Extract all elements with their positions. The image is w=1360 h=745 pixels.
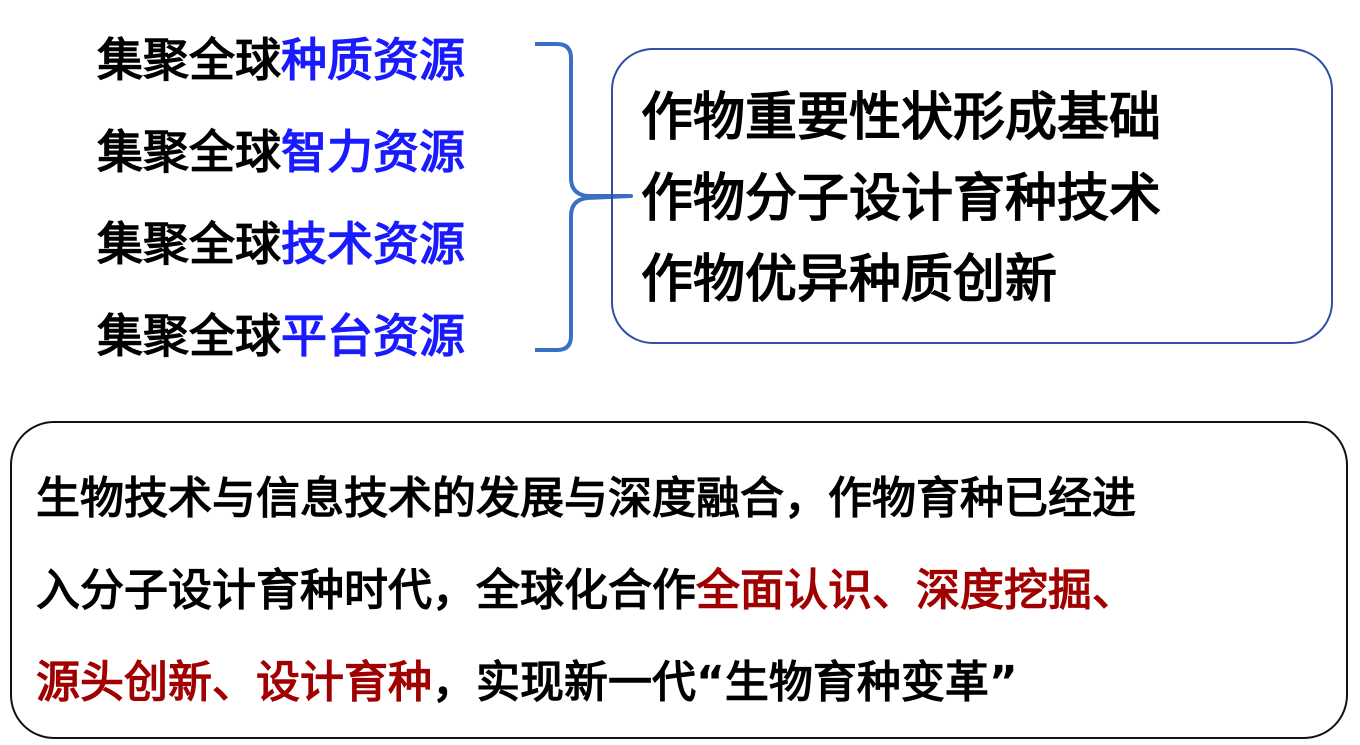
resource-item-intellect: 集聚全球智力资源 <box>97 120 537 212</box>
focus-item-germplasm-innovation: 作物优异种质创新 <box>641 250 1058 310</box>
resource-prefix: 集聚全球 <box>97 125 281 179</box>
resource-highlight: 技术资源 <box>281 217 465 271</box>
resource-item-germplasm: 集聚全球种质资源 <box>97 28 537 120</box>
summary-text: ，实现新一代“生物育种变革” <box>432 657 1018 708</box>
resource-prefix: 集聚全球 <box>97 309 281 363</box>
summary-line-2: 入分子设计育种时代，全球化合作全面认识、深度挖掘、 <box>36 563 1136 619</box>
resource-list: 集聚全球种质资源 集聚全球智力资源 集聚全球技术资源 集聚全球平台资源 <box>97 28 537 396</box>
summary-text: 生物技术与信息技术的发展与深度融合，作物育种已经进 <box>36 473 1136 524</box>
summary-line-3: 源头创新、设计育种，实现新一代“生物育种变革” <box>36 655 1018 711</box>
focus-item-molecular-design: 作物分子设计育种技术 <box>641 169 1162 229</box>
resource-prefix: 集聚全球 <box>97 217 281 271</box>
summary-highlight: 全面认识、深度挖掘、 <box>696 565 1136 616</box>
resource-prefix: 集聚全球 <box>97 33 281 87</box>
resource-highlight: 平台资源 <box>281 309 465 363</box>
summary-text: 入分子设计育种时代，全球化合作 <box>36 565 696 616</box>
resource-highlight: 种质资源 <box>281 33 465 87</box>
resource-item-technology: 集聚全球技术资源 <box>97 212 537 304</box>
resource-highlight: 智力资源 <box>281 125 465 179</box>
brace-path <box>535 42 633 352</box>
summary-box: 生物技术与信息技术的发展与深度融合，作物育种已经进 入分子设计育种时代，全球化合… <box>10 421 1348 739</box>
research-focus-box: 作物重要性状形成基础 作物分子设计育种技术 作物优异种质创新 <box>611 48 1333 344</box>
resource-item-platform: 集聚全球平台资源 <box>97 304 537 396</box>
curly-brace-connector <box>535 42 633 352</box>
summary-line-1: 生物技术与信息技术的发展与深度融合，作物育种已经进 <box>36 471 1136 527</box>
summary-highlight: 源头创新、设计育种 <box>36 657 432 708</box>
focus-item-traits: 作物重要性状形成基础 <box>641 88 1162 148</box>
